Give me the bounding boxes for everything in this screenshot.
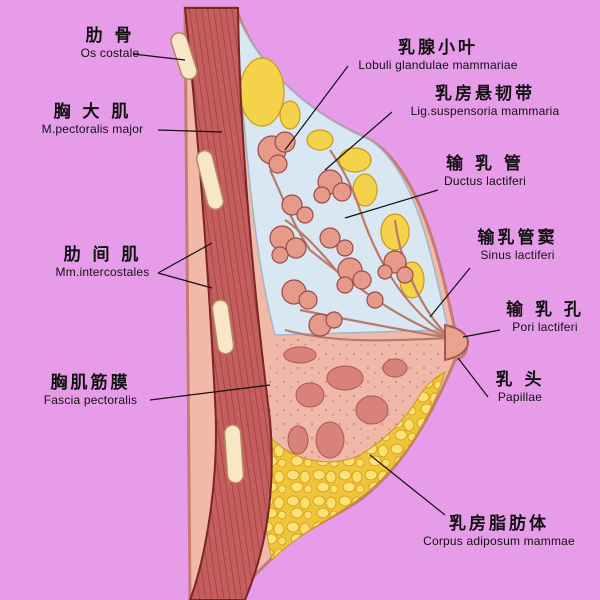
ribs: [170, 32, 245, 484]
label-intercostales: 肋 间 肌 Mm.intercostales: [45, 245, 160, 279]
label-ductus: 输 乳 管 Ductus lactiferi: [425, 154, 545, 188]
label-intercostales-la: Mm.intercostales: [55, 265, 150, 279]
label-lig-suspensoria: 乳房悬韧带 Lig.suspensoria mammaria: [375, 84, 595, 118]
label-ductus-la: Ductus lactiferi: [444, 174, 526, 188]
leader-lines: [132, 53, 501, 516]
label-pectoralis-major: 胸 大 肌 M.pectoralis major: [25, 102, 160, 136]
label-corpus: 乳房脂肪体 Corpus adiposum mammae: [400, 514, 598, 548]
label-sinus: 输乳管窦 Sinus lactiferi: [455, 228, 580, 262]
nipple: [444, 323, 470, 362]
label-corpus-la: Corpus adiposum mammae: [423, 534, 575, 548]
label-pori-la: Pori lactiferi: [512, 320, 578, 334]
label-pectoralis-major-la: M.pectoralis major: [41, 122, 144, 136]
label-pori-zh: 输 乳 孔: [506, 300, 584, 320]
label-sinus-zh: 输乳管窦: [477, 228, 558, 248]
lower-fat-body: [261, 370, 446, 561]
label-lobuli-zh: 乳腺小叶: [398, 38, 478, 58]
lower-gland-clumps: [283, 346, 408, 459]
label-lig-suspensoria-zh: 乳房悬韧带: [435, 84, 535, 104]
label-fascia-pectoralis: 胸肌筋膜 Fascia pectoralis: [28, 373, 153, 407]
label-papillae-zh: 乳 头: [495, 370, 545, 390]
label-intercostales-zh: 肋 间 肌: [63, 245, 142, 265]
label-fascia-pectoralis-la: Fascia pectoralis: [43, 393, 138, 407]
label-papillae: 乳 头 Papillae: [470, 370, 570, 404]
label-os-costale-zh: 肋 骨: [85, 26, 135, 46]
label-ductus-zh: 输 乳 管: [446, 154, 524, 174]
label-os-costale-la: Os costale: [80, 46, 140, 60]
label-lobuli: 乳腺小叶 Lobuli glandulae mammariae: [328, 38, 548, 72]
label-fascia-pectoralis-zh: 胸肌筋膜: [50, 373, 131, 393]
label-lig-suspensoria-la: Lig.suspensoria mammaria: [410, 104, 560, 118]
label-papillae-la: Papillae: [497, 390, 543, 404]
label-pectoralis-major-zh: 胸 大 肌: [53, 102, 132, 122]
label-lobuli-la: Lobuli glandulae mammariae: [358, 58, 518, 72]
label-os-costale: 肋 骨 Os costale: [55, 26, 165, 60]
label-sinus-la: Sinus lactiferi: [480, 248, 555, 262]
label-pori: 输 乳 孔 Pori lactiferi: [495, 300, 595, 334]
lactiferous-ducts: [269, 149, 451, 342]
label-corpus-zh: 乳房脂肪体: [449, 514, 549, 534]
gland-lobules: [257, 131, 414, 337]
